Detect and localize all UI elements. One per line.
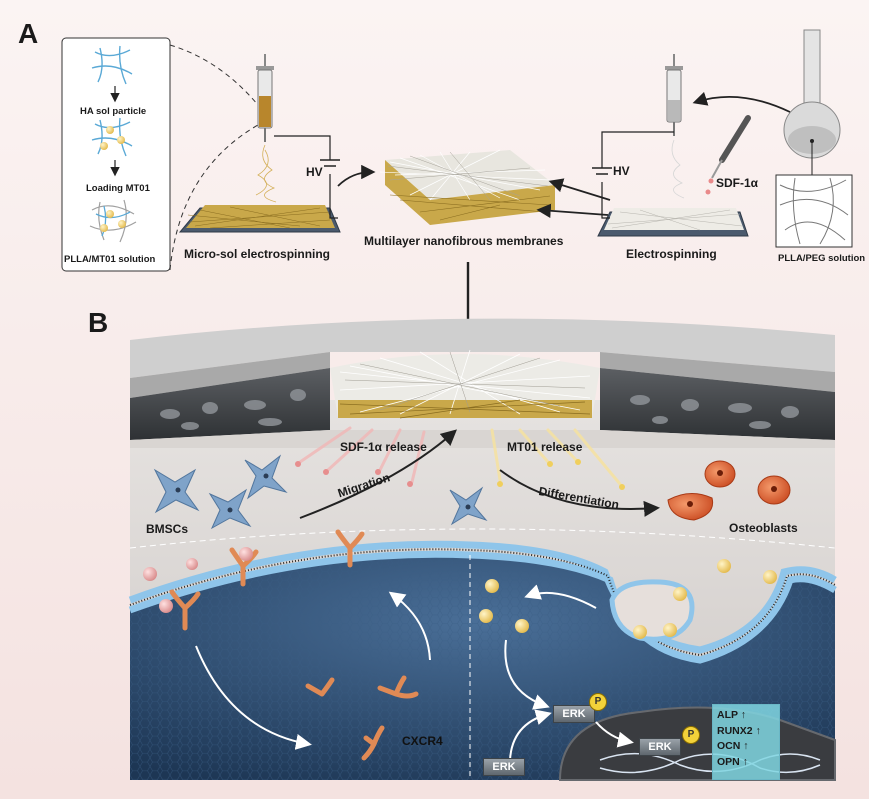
gene-ocn: OCN ↑ (717, 740, 749, 752)
hv-right-label: HV (613, 164, 630, 178)
cxcr4-label: CXCR4 (402, 734, 443, 748)
bmscs-label: BMSCs (146, 522, 189, 536)
phospho-badge-1: P (589, 693, 607, 711)
inset-box (61, 37, 171, 272)
sdf-label: SDF-1α (716, 176, 759, 190)
mt01-release-label: MT01 release (507, 440, 583, 454)
right-syringe (665, 54, 683, 136)
osteoblasts-label: Osteoblasts (729, 521, 798, 535)
sdf-release-label: SDF-1α release (340, 440, 427, 454)
micro-sol-label: Micro-sol electrospinning (184, 247, 331, 261)
plla-peg-box (775, 174, 853, 248)
panel-a-label: A (18, 18, 39, 49)
panel-b-label: B (88, 307, 109, 338)
gene-opn: OPN ↑ (717, 755, 748, 768)
pipette (705, 115, 751, 195)
phospho-badge-2: P (682, 726, 700, 744)
inset-step2-label: Loading MT01 (86, 183, 150, 194)
gene-runx2: RUNX2 ↑ (717, 724, 761, 737)
erk-tag-2: ERK (639, 738, 681, 756)
ha-network-icon (91, 45, 133, 85)
plla-mt01-icon (89, 199, 137, 243)
hv-left-label: HV (306, 165, 323, 179)
electrospinning-label: Electrospinning (626, 247, 717, 261)
membrane-label: Multilayer nanofibrous membranes (364, 234, 564, 248)
implanted-membrane (330, 349, 600, 419)
erk-tag-1: ERK (553, 705, 595, 723)
gene-expression-box: ALP ↑ RUNX2 ↑ OCN ↑ OPN ↑ (712, 704, 780, 780)
flask (783, 29, 841, 175)
cxcr4-receptors (169, 529, 419, 761)
membrane-stack (379, 149, 555, 225)
erk-tag-3: ERK (483, 758, 525, 776)
inset-step3-label: PLLA/MT01 solution (64, 254, 156, 265)
plla-peg-label: PLLA/PEG solution (778, 253, 866, 264)
gene-alp: ALP ↑ (717, 709, 746, 721)
inset-step1-label: HA sol particle (80, 106, 147, 117)
left-syringe (256, 54, 274, 142)
